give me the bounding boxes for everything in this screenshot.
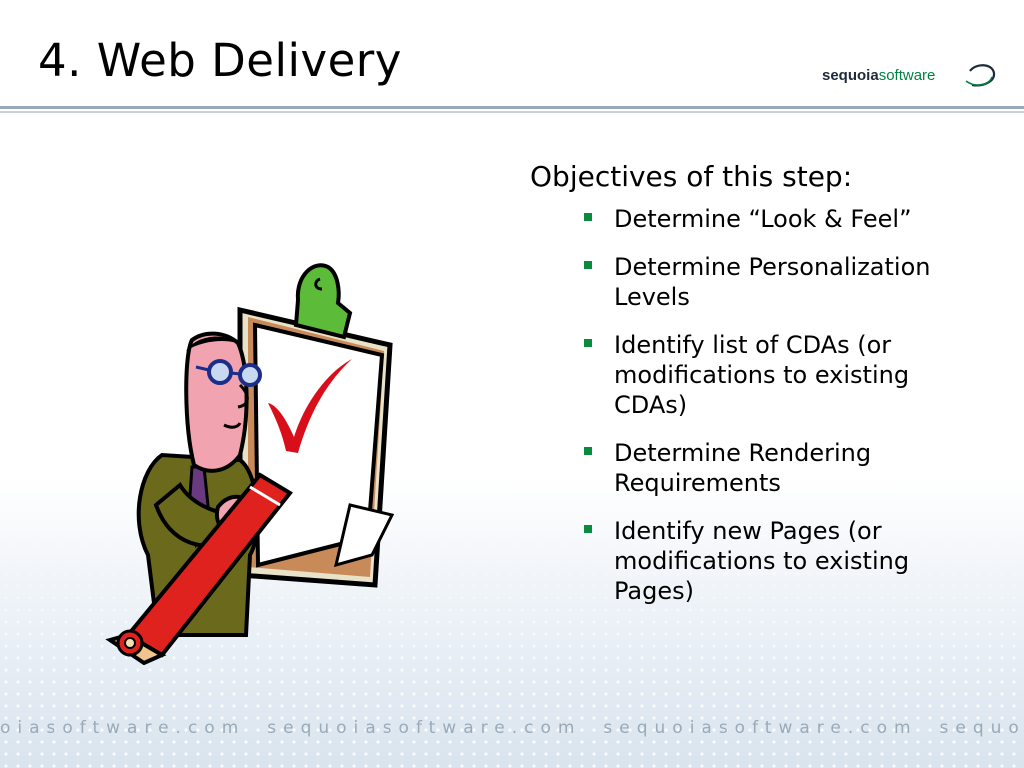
objectives-list: Determine “Look & Feel” Determine Person… bbox=[530, 204, 1000, 606]
footer-watermark-text: sequoiasoftware.com bbox=[267, 718, 582, 738]
square-bullet-icon bbox=[584, 212, 592, 221]
logo-text: sequoiasoftware bbox=[822, 67, 935, 84]
list-item: Determine Personalization Levels bbox=[584, 252, 944, 312]
footer-watermark-text: sequoiasoftware.com bbox=[603, 718, 918, 738]
bullet-text: Identify list of CDAs (or modifications … bbox=[614, 330, 910, 419]
logo-swoosh-icon bbox=[965, 64, 996, 87]
sequoia-logo: sequoiasoftware bbox=[822, 60, 1002, 94]
list-item: Determine Rendering Requirements bbox=[584, 438, 944, 498]
logo-text-bold: sequoia bbox=[822, 67, 879, 84]
list-item: Identify new Pages (or modifications to … bbox=[584, 516, 944, 606]
square-bullet-icon bbox=[584, 338, 592, 347]
bullet-text: Determine “Look & Feel” bbox=[614, 204, 912, 233]
bullet-text: Determine Personalization Levels bbox=[614, 252, 931, 311]
objectives-heading: Objectives of this step: bbox=[530, 160, 853, 193]
square-bullet-icon bbox=[584, 446, 592, 455]
list-item: Identify list of CDAs (or modifications … bbox=[584, 330, 944, 420]
objectives-panel: Objectives of this step: Determine “Look… bbox=[530, 160, 1000, 624]
slide-title: 4. Web Delivery bbox=[38, 34, 402, 87]
bullet-text: Determine Rendering Requirements bbox=[614, 438, 872, 497]
bullet-text: Identify new Pages (or modifications to … bbox=[614, 516, 910, 605]
logo-text-light: software bbox=[878, 67, 936, 84]
footer-watermark-text: oiasoftware.com bbox=[0, 718, 246, 738]
footer-watermark-text: sequoiasoftware.c bbox=[939, 718, 1024, 738]
header-divider bbox=[0, 106, 1024, 116]
square-bullet-icon bbox=[584, 524, 592, 533]
footer-watermark: oiasoftware.com sequoiasoftware.com sequoi… bbox=[0, 718, 1024, 742]
list-item: Determine “Look & Feel” bbox=[584, 204, 944, 234]
square-bullet-icon bbox=[584, 260, 592, 269]
checklist-person-clipart-icon bbox=[105, 263, 395, 665]
